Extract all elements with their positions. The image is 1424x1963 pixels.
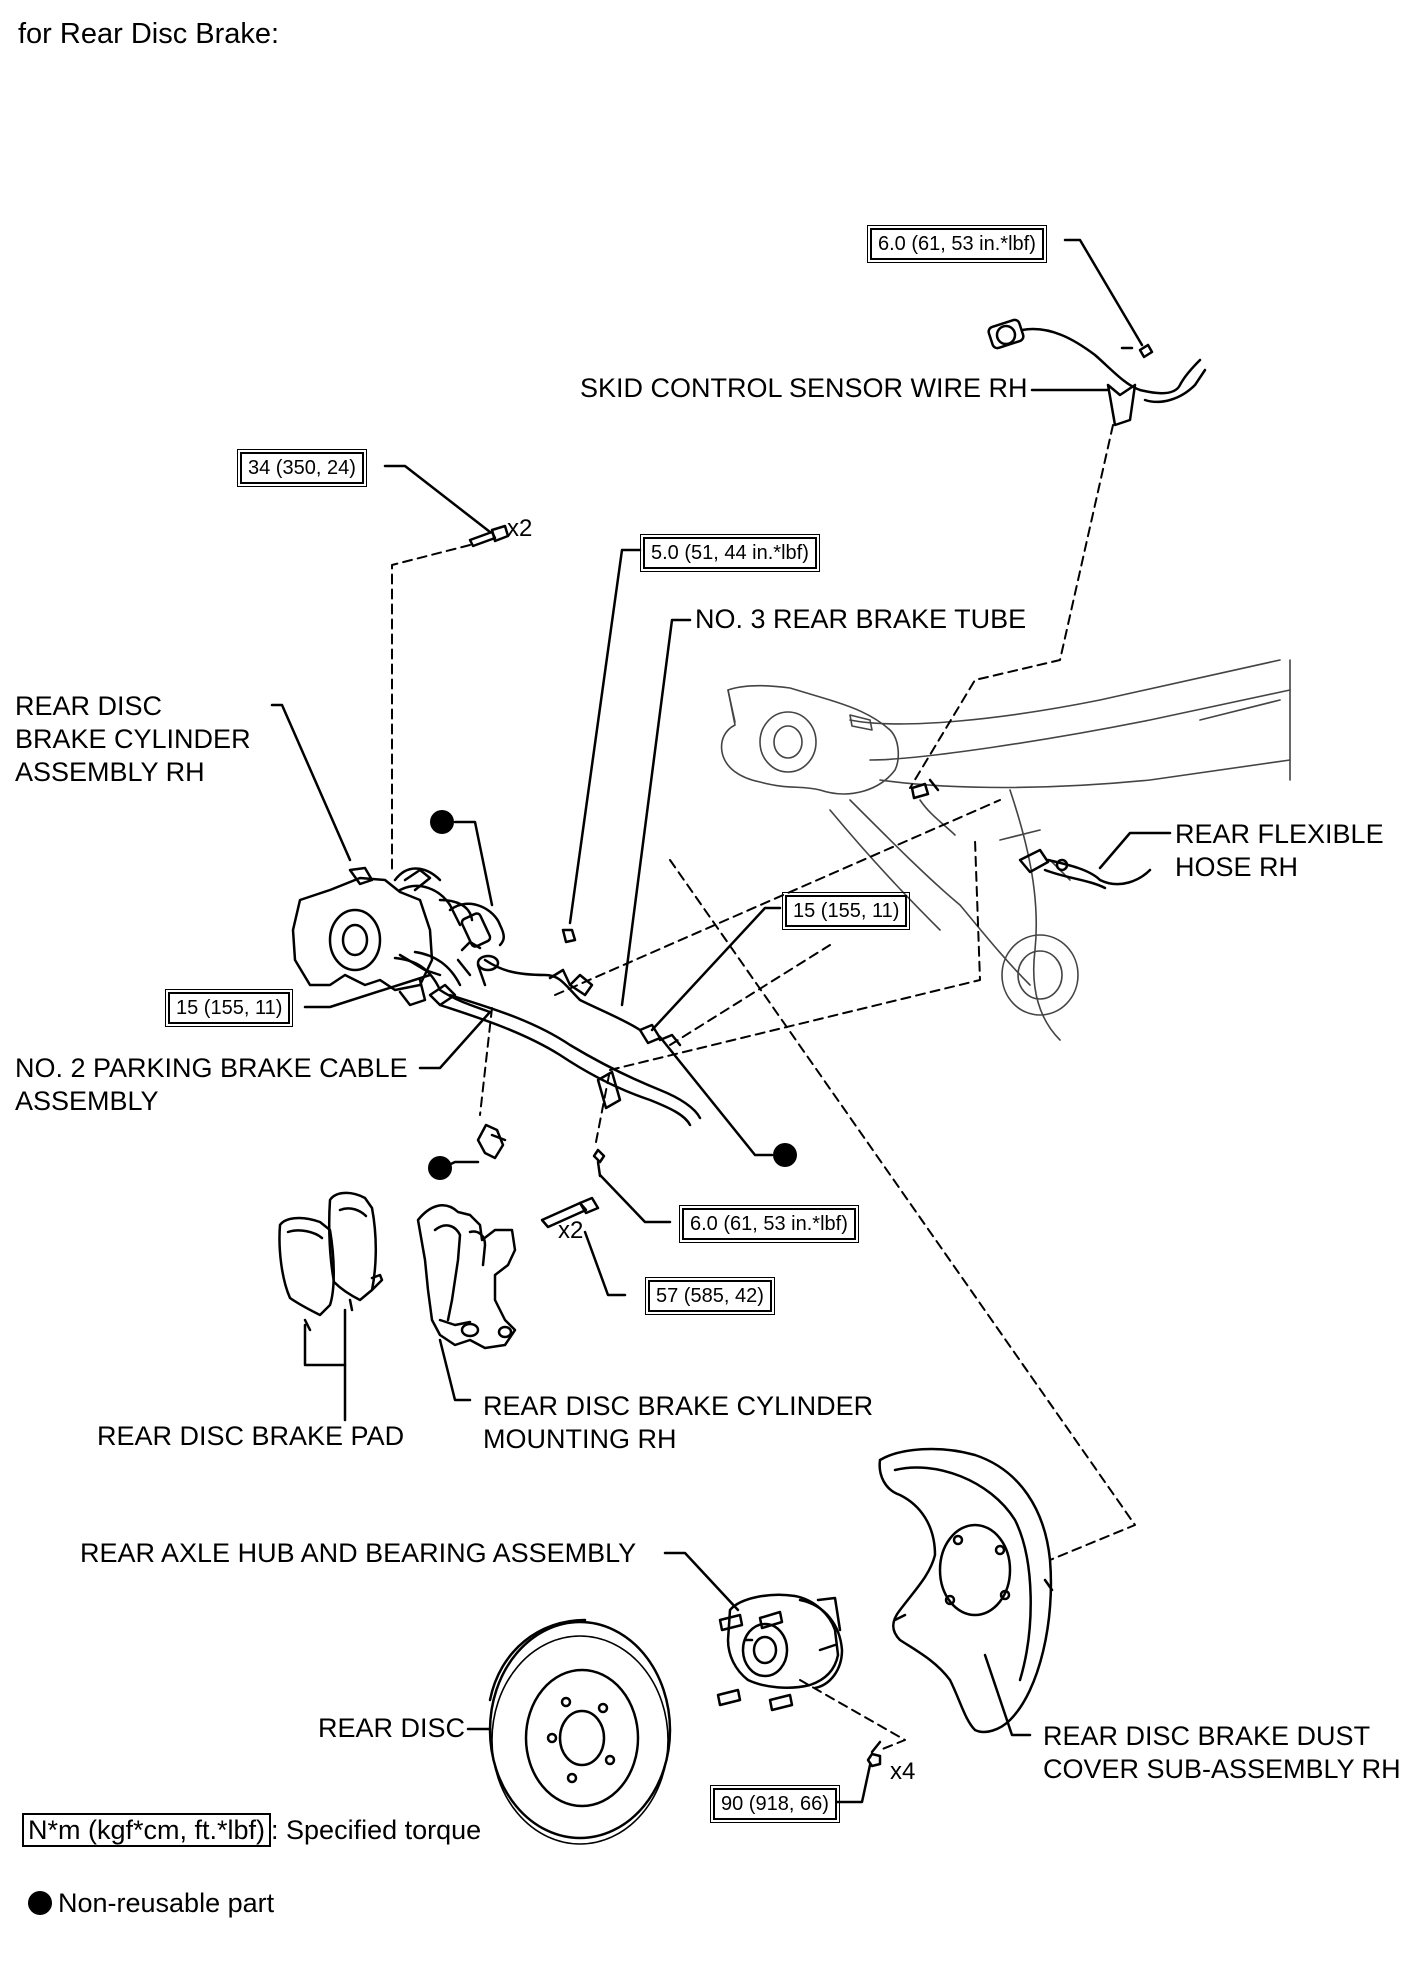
- torque-mounting-bolt: 57 (585, 42): [645, 1277, 775, 1315]
- brake-tube: [483, 848, 1152, 1047]
- nonreusable-dot-2: [773, 1143, 797, 1167]
- bolt-34: [468, 524, 510, 548]
- torque-caliper-bolt: 34 (350, 24): [237, 449, 367, 487]
- torque-hub-bolt: 90 (918, 66): [710, 1785, 840, 1823]
- label-flexible-hose: REAR FLEXIBLE HOSE RH: [1175, 819, 1384, 882]
- label-rear-brake-tube: NO. 3 REAR BRAKE TUBE: [695, 604, 1027, 634]
- torque-cable-bolt: 6.0 (61, 53 in.*lbf): [679, 1205, 859, 1243]
- legend-torque-desc: : Specified torque: [271, 1815, 482, 1845]
- nonreusable-dot-3: [428, 1156, 452, 1180]
- nonreusable-dot-1: [430, 810, 454, 834]
- label-cylinder-assembly: REAR DISC BRAKE CYLINDER ASSEMBLY RH: [15, 691, 251, 787]
- brake-pads: [278, 1191, 384, 1332]
- leader-lines: [270, 238, 1172, 1804]
- label-axle-hub: REAR AXLE HUB AND BEARING ASSEMBLY: [80, 1538, 637, 1568]
- label-parking-cable: NO. 2 PARKING BRAKE CABLE ASSEMBLY: [15, 1053, 408, 1116]
- legend-torque-unit: N*m (kgf*cm, ft.*lbf): [22, 1813, 272, 1847]
- qty-hub-bolt: x4: [890, 1758, 916, 1785]
- torque-skid-sensor-bolt: 6.0 (61, 53 in.*lbf): [867, 225, 1047, 263]
- legend-nonreusable-text: Non-reusable part: [58, 1888, 275, 1918]
- qty-mounting-bolt: x2: [558, 1217, 584, 1244]
- legend-nonreusable: Non-reusable part: [28, 1888, 274, 1919]
- rear-axle-beam: [720, 659, 1291, 1041]
- label-brake-pad: REAR DISC BRAKE PAD: [97, 1421, 405, 1451]
- label-rear-disc: REAR DISC: [318, 1713, 466, 1743]
- parking-brake-cable: [393, 940, 702, 1160]
- legend-torque: N*m (kgf*cm, ft.*lbf): Specified torque: [22, 1813, 482, 1847]
- nonreusable-dot-icon: [28, 1891, 52, 1915]
- torque-tube-clamp: 5.0 (51, 44 in.*lbf): [640, 534, 820, 572]
- torque-tube-nut-left: 15 (155, 11): [164, 989, 294, 1027]
- label-cylinder-mounting: REAR DISC BRAKE CYLINDER MOUNTING RH: [483, 1391, 874, 1454]
- qty-caliper-bolt: x2: [507, 515, 533, 542]
- small-bolts: [540, 346, 1134, 1229]
- torque-tube-nut-right: 15 (155, 11): [781, 892, 911, 930]
- page-title: for Rear Disc Brake:: [18, 18, 280, 50]
- axle-hub: [716, 1593, 844, 1712]
- assembly-guide-lines: [391, 424, 1136, 1751]
- brake-caliper: [291, 866, 505, 1007]
- skid-sensor-wire: [987, 318, 1207, 427]
- nonreusable-markers: [428, 810, 797, 1180]
- caliper-mounting: [416, 1204, 517, 1350]
- bolt-90: [866, 1740, 882, 1768]
- rear-disc: [488, 1618, 672, 1845]
- dust-cover: [878, 1447, 1054, 1734]
- label-skid-sensor-wire: SKID CONTROL SENSOR WIRE RH: [580, 373, 1028, 403]
- label-dust-cover: REAR DISC BRAKE DUST COVER SUB-ASSEMBLY …: [1043, 1721, 1401, 1784]
